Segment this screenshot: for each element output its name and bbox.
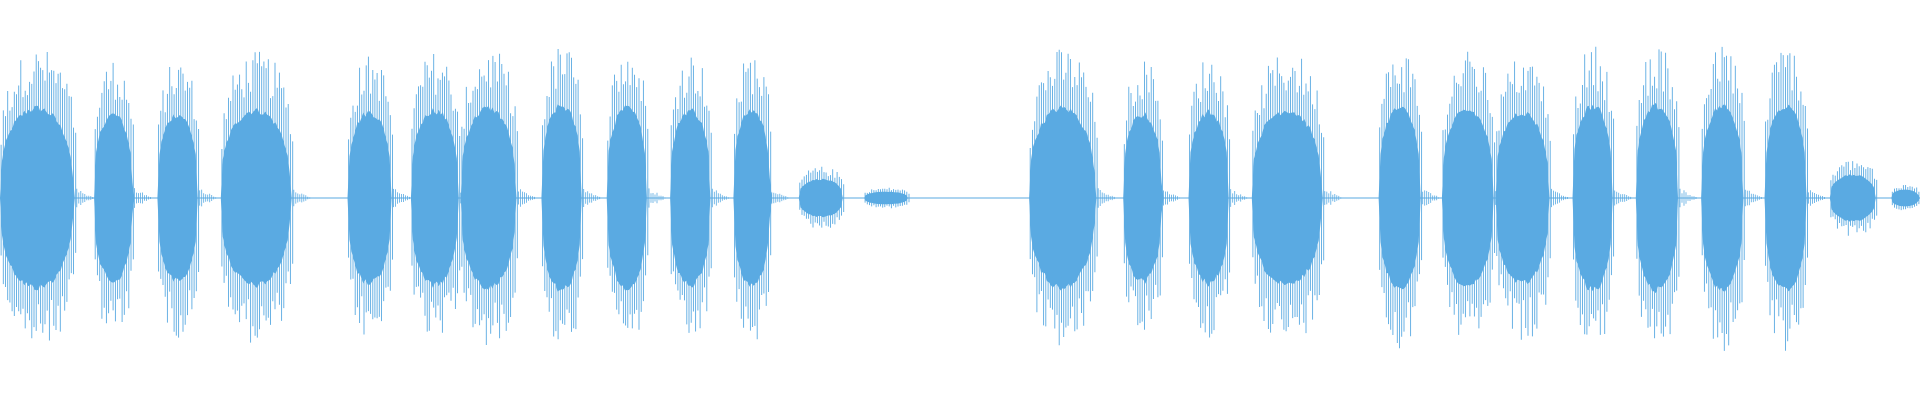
- waveform-burst: [733, 60, 789, 340]
- waveform-burst-spikes: [1379, 58, 1423, 349]
- waveform-burst: [1701, 46, 1762, 351]
- waveform-burst-spikes: [0, 52, 77, 341]
- waveform-burst: [541, 49, 601, 340]
- waveform-burst: [1572, 46, 1632, 335]
- waveform-burst: [460, 53, 535, 345]
- waveform-burst-spikes: [1701, 46, 1745, 351]
- waveform-burst: [1829, 161, 1878, 236]
- waveform-burst: [1441, 51, 1513, 335]
- waveform-burst-tail: [134, 188, 151, 208]
- waveform-burst: [1764, 52, 1825, 351]
- waveform-burst-spikes: [411, 54, 461, 333]
- waveform-burst: [0, 52, 94, 341]
- waveform-burst-tail: [1422, 190, 1440, 206]
- waveform-burst: [1495, 61, 1568, 340]
- waveform-burst-tail: [1551, 188, 1568, 208]
- waveform-burst: [1123, 61, 1180, 330]
- waveform-burst-core: [1441, 109, 1496, 287]
- waveform-burst-core: [1635, 102, 1680, 294]
- waveform-burst: [798, 166, 845, 228]
- waveform-burst-spikes: [1636, 49, 1680, 339]
- waveform-burst-spikes: [1123, 61, 1163, 330]
- waveform-burst-tail: [1230, 189, 1248, 207]
- waveform-burst-spikes: [1496, 61, 1551, 340]
- waveform-burst-tail: [1324, 191, 1342, 205]
- waveform-burst-tail: [711, 188, 729, 208]
- waveform-burst-spikes: [864, 187, 910, 209]
- waveform-burst-spikes: [348, 56, 393, 335]
- waveform-burst-spikes: [1252, 57, 1325, 334]
- waveform-burst-tail: [1097, 188, 1115, 208]
- waveform-burst-tail: [393, 188, 410, 208]
- waveform-burst: [220, 51, 311, 343]
- waveform-burst: [1251, 57, 1342, 334]
- waveform-burst-tail: [1679, 188, 1697, 208]
- waveform-burst-spikes: [94, 62, 134, 324]
- waveform-burst-spikes: [670, 57, 712, 333]
- waveform-burst-spikes: [734, 60, 772, 340]
- waveform-burst-tail: [771, 192, 789, 204]
- waveform-burst-tail: [518, 189, 535, 207]
- waveform-burst-spikes: [1442, 51, 1496, 335]
- waveform-burst-spikes: [799, 166, 845, 228]
- waveform-burst-tail: [1163, 190, 1180, 206]
- waveform-burst: [1188, 62, 1248, 338]
- waveform-burst-spikes: [607, 61, 649, 330]
- waveform-burst-spikes: [1189, 62, 1231, 338]
- waveform-burst: [864, 187, 911, 209]
- waveform-burst: [410, 54, 478, 333]
- waveform-burst-core: [1701, 104, 1746, 292]
- waveform-burst-spikes: [158, 67, 200, 338]
- waveform-burst-spikes: [221, 51, 294, 343]
- waveform-burst-spikes: [1029, 49, 1098, 346]
- waveform-burst-spikes: [1830, 161, 1878, 236]
- waveform-burst: [1029, 49, 1115, 346]
- waveform-burst-core: [460, 105, 519, 291]
- waveform-burst-spikes: [1891, 185, 1920, 211]
- waveform-burst: [1891, 185, 1920, 211]
- waveform-burst-core: [1378, 106, 1423, 290]
- waveform-burst: [157, 67, 217, 338]
- waveform-burst-tail: [1808, 190, 1825, 206]
- waveform-burst-tail: [293, 189, 311, 207]
- waveform-burst: [94, 62, 151, 324]
- waveform-burst: [1378, 58, 1440, 349]
- waveform-burst-tail: [1614, 190, 1632, 206]
- waveform-burst-tail: [1744, 189, 1762, 207]
- waveform-burst-spikes: [1573, 46, 1615, 335]
- waveform-burst: [606, 61, 666, 330]
- waveform-burst: [670, 57, 729, 333]
- waveform-burst: [347, 56, 410, 335]
- waveform-burst-spikes: [1765, 52, 1808, 351]
- waveform-burst-tail: [648, 188, 666, 208]
- waveform-bursts: [0, 46, 1920, 351]
- waveform-burst-tail: [199, 189, 217, 207]
- waveform-burst-tail: [76, 188, 94, 208]
- waveform-burst-tail: [583, 189, 601, 207]
- waveform-burst-spikes: [461, 53, 518, 345]
- waveform-burst-core: [1764, 104, 1809, 292]
- waveform-burst-spikes: [542, 49, 584, 340]
- waveform-burst: [1635, 49, 1697, 339]
